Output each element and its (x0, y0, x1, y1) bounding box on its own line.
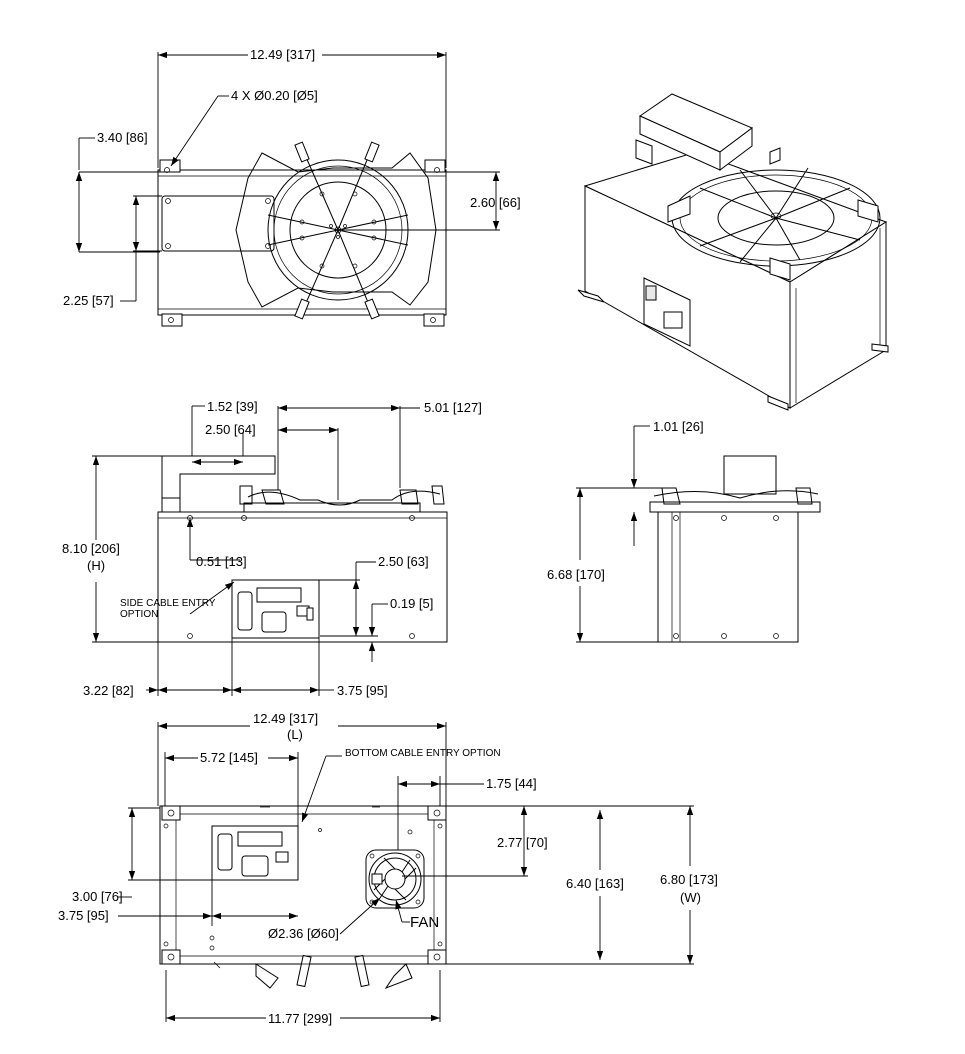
front-d3-dim: 5.01 [127] (424, 400, 482, 415)
side-controller-box (723, 455, 777, 495)
bottom-d2-dim: 1.75 [44] (486, 776, 537, 791)
front-view: 1.52 [39] 5.01 [127] 2.50 [64] 8.10 [206… (62, 399, 482, 698)
front-d7-dim: 3.22 [82] (83, 683, 134, 698)
front-connector-panel (231, 579, 320, 639)
front-d5-dim: 2.50 [63] (378, 554, 429, 569)
bottom-cable-note: BOTTOM CABLE ENTRY OPTION (345, 748, 501, 759)
box-height-dim: 2.25 [57] (63, 293, 114, 308)
bottom-d3-dim: 2.77 [70] (497, 835, 548, 850)
bottom-d5-dim: 3.00 [76] (72, 889, 123, 904)
bottom-length-dim: 12.49 [317] (253, 711, 318, 726)
front-height-label: (H) (87, 558, 105, 573)
bottom-base-dim: 11.77 [299] (268, 1011, 332, 1026)
isometric-view (577, 93, 889, 411)
fan-dia-dim: Ø2.36 [Ø60] (268, 926, 339, 941)
controller-box (161, 195, 275, 252)
holes-dim: 4 X Ø0.20 [Ø5] (231, 88, 318, 103)
bottom-length-label: (L) (287, 727, 303, 742)
bottom-view: 12.49 [317] (L) 5.72 [145] BOTTOM CABLE … (58, 711, 718, 1026)
front-height-dim: 8.10 [206] (62, 541, 120, 556)
front-body (157, 511, 448, 643)
bottom-d6-dim: 3.75 [95] (58, 908, 109, 923)
side-cable-note-2: OPTION (120, 609, 158, 620)
front-d4-dim: 0.51 [13] (196, 554, 247, 569)
turntable-frame (235, 152, 437, 308)
top-plate (157, 169, 447, 316)
turntable-arms (267, 141, 409, 320)
side-body (657, 511, 799, 643)
fan-label: FAN (410, 914, 439, 931)
top-view: 12.49 [317] 4 X Ø0.20 [Ø5] 3.40 [86] 2.6… (63, 47, 521, 327)
top-width-dim: 12.49 [317] (250, 47, 315, 62)
side-cable-note-1: SIDE CABLE ENTRY (120, 598, 216, 609)
bottom-width-dim: 6.80 [173] (660, 872, 718, 887)
edge-offset-dim: 3.40 [86] (97, 130, 148, 145)
bottom-connector-panel (211, 825, 299, 881)
side-view: 1.01 [26] 6.68 [170] (547, 419, 821, 643)
front-d8-dim: 3.75 [95] (337, 683, 388, 698)
front-d1-dim: 1.52 [39] (207, 399, 258, 414)
front-d6-dim: 0.19 [5] (390, 596, 433, 611)
side-d1-dim: 1.01 [26] (653, 419, 704, 434)
side-height-dim: 6.68 [170] (547, 567, 605, 582)
bottom-d4-dim: 6.40 [163] (566, 876, 624, 891)
front-d2-dim: 2.50 [64] (205, 422, 256, 437)
hub-offset-dim: 2.60 [66] (470, 195, 521, 210)
fan (365, 849, 425, 909)
bottom-width-label: (W) (680, 890, 701, 905)
bottom-d1-dim: 5.72 [145] (200, 750, 258, 765)
